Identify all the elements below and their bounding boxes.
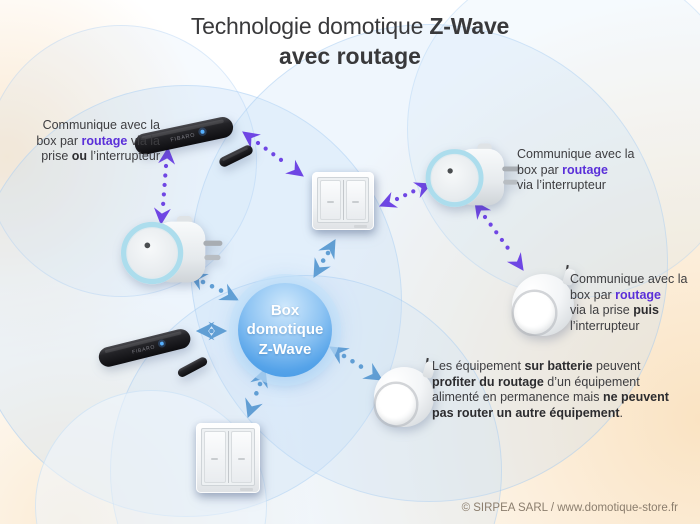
title-line1: Technologie domotique Z-Wave <box>0 13 700 40</box>
wall-switch-icon <box>196 423 260 493</box>
title-line2: avec routage <box>279 43 421 69</box>
hub-label-line2: domotique <box>246 321 324 339</box>
routed-link-doorsensor-switchtop <box>238 125 308 183</box>
motion-sensor-icon <box>374 357 437 427</box>
switch-brand-label <box>240 488 253 491</box>
door-window-sensor-icon: FIBARO <box>94 320 216 380</box>
switch-brand-label <box>354 225 367 228</box>
routed-link-plugright-motionright <box>468 197 530 275</box>
switch-paddle <box>230 431 252 483</box>
smart-plug-icon <box>421 138 527 218</box>
smart-plug-icon <box>116 210 230 296</box>
routed-link-doorsensor-plugleft <box>153 146 176 226</box>
routed-link-switchtop-plugright <box>376 176 435 214</box>
direct-link-box-motionbottom <box>325 339 387 388</box>
switch-plate <box>201 428 255 486</box>
switch-paddle <box>204 431 226 483</box>
title-line1-regular: Technologie domotique <box>190 13 424 39</box>
title-line1-bold: Z-Wave <box>429 13 510 39</box>
direct-link-box-switchbottom <box>239 365 274 421</box>
copyright-credit: © SIRPEA SARL / www.domotique-store.fr <box>461 502 678 514</box>
device-brand-label: FIBARO <box>132 344 156 356</box>
hub-label-line1: Box <box>270 302 300 320</box>
door-window-sensor-icon: FIBARO <box>130 106 260 170</box>
direct-link-plugleft-box <box>184 266 243 308</box>
switch-paddle <box>345 180 366 220</box>
switch-paddle <box>320 180 341 220</box>
direct-link-switchtop-box <box>306 235 343 282</box>
motion-sensor-icon <box>512 264 577 336</box>
hub-label-line3: Z-Wave <box>258 340 312 358</box>
page-title: Technologie domotique Z-Wave avec routag… <box>0 13 700 70</box>
switch-plate <box>317 177 369 223</box>
wall-switch-icon <box>312 172 374 230</box>
direct-link-doorsensor2-box <box>196 322 227 340</box>
device-brand-label: FIBARO <box>170 132 196 143</box>
zwave-box-hub: Box domotique Z-Wave <box>238 283 332 377</box>
